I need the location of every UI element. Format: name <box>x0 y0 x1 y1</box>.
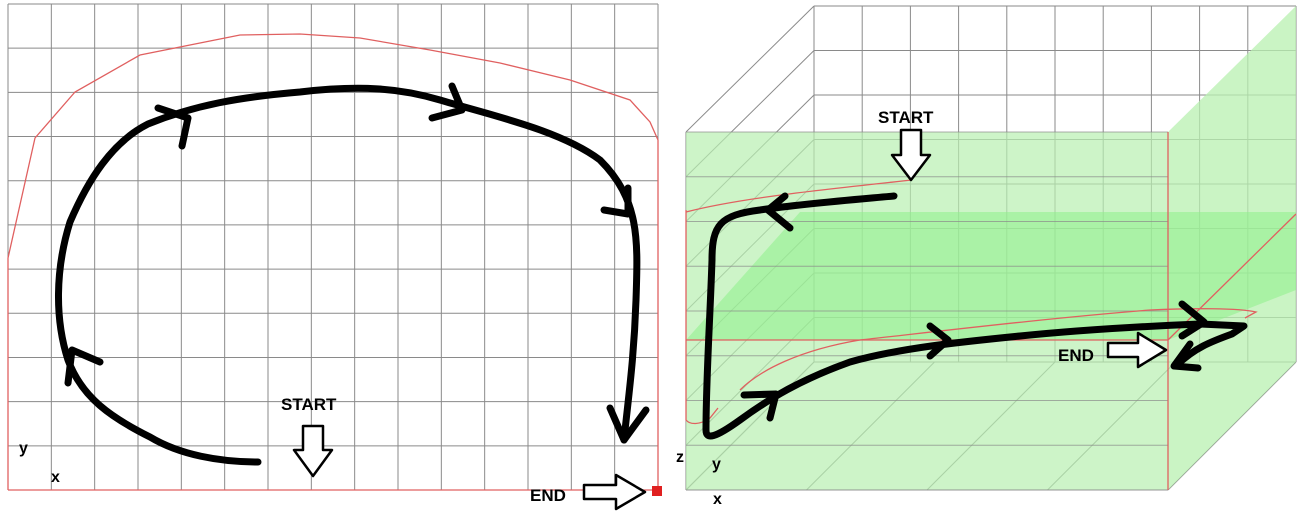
left-start-arrow <box>292 424 334 478</box>
arrowhead-lower-rising <box>740 390 780 422</box>
left-end-label: END <box>530 486 566 505</box>
arrowhead-end-back <box>1170 340 1202 372</box>
right-red-edges <box>685 132 1297 490</box>
box-inner-darker-band <box>686 212 1296 340</box>
arrowhead-top-leftward <box>764 192 794 232</box>
arrowhead-top-left <box>154 104 192 150</box>
side-grid-diagonal <box>685 5 815 133</box>
right-start-arrow <box>890 128 932 182</box>
arrowhead-top-right <box>428 82 466 122</box>
right-axis-x-label: x <box>713 491 722 508</box>
left-boundary-outline <box>7 33 659 491</box>
left-start-label: START <box>281 395 337 414</box>
right-direction-arrowheads <box>740 192 1208 422</box>
arrowhead-right-upper <box>600 184 632 218</box>
left-direction-arrowheads <box>64 82 650 444</box>
right-front-grid <box>686 131 1168 491</box>
left-trajectory <box>55 84 641 466</box>
arrowhead-middle-right <box>926 322 952 360</box>
right-panel: START END z y x <box>676 5 1297 508</box>
arrowhead-bottom-right <box>606 404 650 444</box>
arrowhead-left-side <box>64 346 104 387</box>
left-panel: START END y x <box>7 3 662 511</box>
left-axis-y-label: y <box>19 440 28 457</box>
right-axis-z-label: z <box>676 449 684 466</box>
right-axis-y-label: y <box>712 456 721 473</box>
right-end-label: END <box>1058 346 1094 365</box>
left-end-arrow <box>582 473 647 511</box>
right-start-label: START <box>878 108 934 127</box>
end-marker <box>652 486 662 496</box>
left-grid <box>7 3 659 491</box>
left-axis-x-label: x <box>51 469 60 486</box>
right-trajectory <box>702 192 1248 440</box>
arrowhead-far-right <box>1178 300 1208 340</box>
right-end-arrow <box>1106 331 1168 369</box>
